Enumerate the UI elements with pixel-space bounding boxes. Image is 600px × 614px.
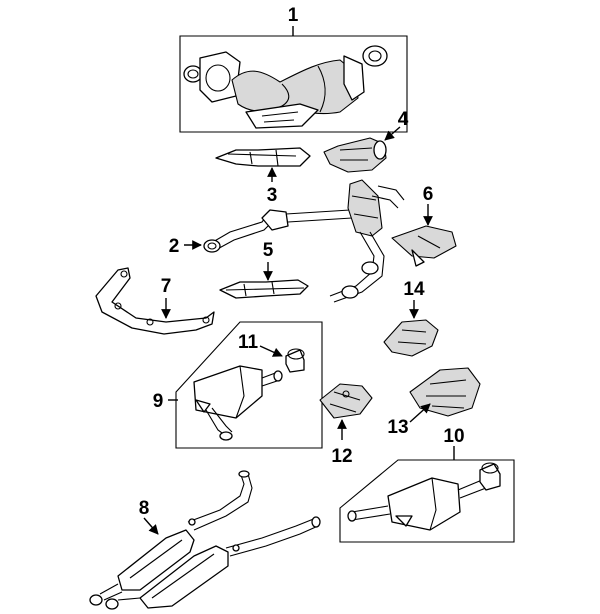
part-6-heat-shield[interactable] xyxy=(391,225,457,267)
callout-3: 3 xyxy=(267,185,278,206)
part-11-gasket-ring[interactable] xyxy=(285,348,305,373)
callout-4: 4 xyxy=(398,109,409,130)
part-2-gasket[interactable] xyxy=(203,239,221,253)
leader-8 xyxy=(143,517,159,535)
part-9-muffler-assembly[interactable] xyxy=(175,321,323,449)
callout-14: 14 xyxy=(403,279,425,300)
front-y-pipe[interactable] xyxy=(205,179,405,303)
part-10-muffler-assembly[interactable] xyxy=(339,459,515,543)
part-4-front-converter[interactable] xyxy=(323,137,387,173)
callout-11: 11 xyxy=(238,332,259,353)
part-14-heat-shield[interactable] xyxy=(383,319,439,357)
callout-1: 1 xyxy=(288,5,299,26)
callout-8: 8 xyxy=(139,498,150,519)
callout-5: 5 xyxy=(263,240,274,261)
leader-11 xyxy=(259,345,283,357)
part-5-heat-shield[interactable] xyxy=(219,279,309,299)
leader-13 xyxy=(409,403,431,423)
part-3-heat-shield[interactable] xyxy=(215,147,311,167)
callout-7: 7 xyxy=(161,276,172,297)
callout-2: 2 xyxy=(169,236,180,257)
part-7-support-bracket[interactable] xyxy=(95,267,215,335)
part-12-heat-shield[interactable] xyxy=(319,383,373,419)
callout-13: 13 xyxy=(387,417,408,438)
leader-4 xyxy=(384,126,401,141)
part-13-heat-shield[interactable] xyxy=(409,367,481,417)
callout-9: 9 xyxy=(153,391,164,412)
part-1-catalytic-converter[interactable] xyxy=(179,26,408,133)
part-8-exhaust-system[interactable] xyxy=(89,470,321,610)
callout-12: 12 xyxy=(331,446,352,467)
callout-6: 6 xyxy=(423,184,434,205)
callout-10: 10 xyxy=(443,426,464,447)
